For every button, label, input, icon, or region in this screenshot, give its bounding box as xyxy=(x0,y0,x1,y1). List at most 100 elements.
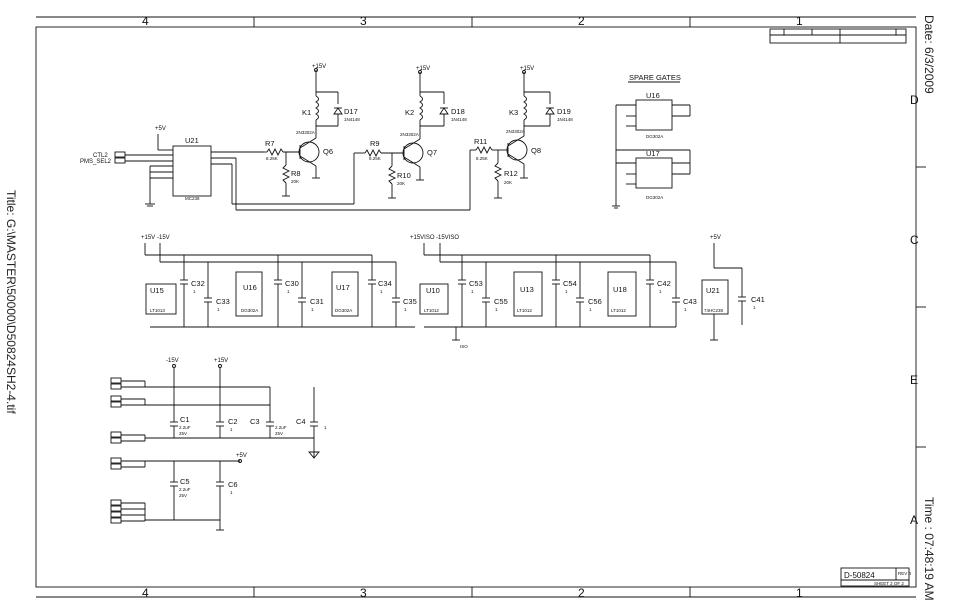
label-c4: C4 xyxy=(296,417,306,426)
label-u21-part: MC238 xyxy=(185,196,200,201)
part-u21-bottom: 74HC238 xyxy=(704,308,724,313)
value-c4: 1 xyxy=(324,425,327,430)
part-d17: 1N4148 xyxy=(344,117,360,122)
label-q8: Q8 xyxy=(531,146,541,155)
label-c5: C5 xyxy=(180,477,190,486)
value-c55: 1 xyxy=(495,307,498,312)
label-k1: K1 xyxy=(302,108,311,117)
part-u16-spare: DG302A xyxy=(646,134,663,139)
part-u10: LT1012 xyxy=(424,308,439,313)
value-c6: 1 xyxy=(230,490,233,495)
rail-n15v-row1: -15V xyxy=(157,235,170,241)
value-c54: 1 xyxy=(565,289,568,294)
zone-top-3: 3 xyxy=(360,14,367,28)
zone-bottom-1: 1 xyxy=(796,586,803,600)
label-u16-spare: U16 xyxy=(646,91,660,100)
value-r10: 20K xyxy=(397,181,405,186)
label-c54: C54 xyxy=(563,279,577,288)
value-c2: 1 xyxy=(230,427,233,432)
label-u18: U18 xyxy=(613,285,627,294)
drawing-border xyxy=(35,16,926,598)
label-q6: Q6 xyxy=(323,147,333,156)
value-c34: 1 xyxy=(380,289,383,294)
part-u17-spare: DG302A xyxy=(646,195,663,200)
sheet-label: SHEET 2 OF 2 xyxy=(874,581,904,586)
label-d19: D19 xyxy=(557,107,571,116)
label-c35: C35 xyxy=(403,297,417,306)
label-c2: C2 xyxy=(228,417,238,426)
rail-p5v-power: +5V xyxy=(236,453,247,459)
label-r8: R8 xyxy=(291,169,301,178)
volt-c1: 25V xyxy=(179,431,187,436)
label-u15: U15 xyxy=(150,286,164,295)
value-c5: 2.2uF xyxy=(179,487,191,492)
value-c35: 1 xyxy=(404,307,407,312)
value-c30: 1 xyxy=(287,289,290,294)
label-k3: K3 xyxy=(509,108,518,117)
label-c32: C32 xyxy=(191,279,205,288)
zone-bottom-3: 3 xyxy=(360,586,367,600)
volt-c3: 25V xyxy=(275,431,283,436)
relay-driver-circuit xyxy=(114,68,555,211)
label-r10: R10 xyxy=(397,171,411,180)
value-c31: 1 xyxy=(311,307,314,312)
rail-p15v-k2: +15V xyxy=(416,66,430,72)
value-c33: 1 xyxy=(217,307,220,312)
label-c3: C3 xyxy=(250,417,260,426)
signal-ctl2: CTL2 xyxy=(93,153,108,159)
value-r8: 20K xyxy=(291,179,299,184)
label-c42: C42 xyxy=(657,279,671,288)
label-r7: R7 xyxy=(265,139,275,148)
power-entry xyxy=(110,364,320,531)
zone-bottom-2: 2 xyxy=(578,586,585,600)
drawing-number: D-50824 xyxy=(844,571,875,580)
rail-p15v-k3: +15V xyxy=(520,66,534,72)
label-u21-bottom: U21 xyxy=(706,286,720,295)
zone-right-c: C xyxy=(910,233,919,247)
zone-right-e: E xyxy=(910,373,918,387)
label-c1: C1 xyxy=(180,415,190,424)
zone-top-1: 1 xyxy=(796,14,803,28)
label-c33: C33 xyxy=(216,297,230,306)
part-u17: DG302A xyxy=(335,308,352,313)
label-r11: R11 xyxy=(474,137,487,146)
part-q7: 2N3302A xyxy=(400,132,419,137)
u21-decoder-body xyxy=(172,145,212,197)
label-r12: R12 xyxy=(504,169,518,178)
part-q8: 2N3302A xyxy=(506,129,525,134)
rail-p15v-k1: +15V xyxy=(312,64,326,70)
value-c42: 1 xyxy=(659,289,662,294)
label-u21: U21 xyxy=(185,136,199,145)
part-u18: LT1012 xyxy=(611,308,626,313)
value-c3: 2.2uF xyxy=(275,425,287,430)
zone-top-4: 4 xyxy=(142,14,149,28)
title-block xyxy=(840,567,910,587)
rail-p5v-u21: +5V xyxy=(710,235,721,241)
value-r11: 8.25K xyxy=(476,156,488,161)
label-c41: C41 xyxy=(751,295,765,304)
part-d18: 1N4148 xyxy=(451,117,467,122)
label-u16: U16 xyxy=(243,283,257,292)
label-c56: C56 xyxy=(588,297,602,306)
bypass-row-1 xyxy=(144,243,415,328)
part-d19: 1N4148 xyxy=(557,117,573,122)
part-u15: LT1013 xyxy=(150,308,165,313)
zone-right-d: D xyxy=(910,93,919,107)
zone-top-2: 2 xyxy=(578,14,585,28)
part-u13: LT1012 xyxy=(517,308,532,313)
label-c6: C6 xyxy=(228,480,238,489)
label-k2: K2 xyxy=(405,108,414,117)
rail-p15viso: +15VISO xyxy=(410,235,435,241)
zone-bottom-4: 4 xyxy=(142,586,149,600)
label-u13: U13 xyxy=(520,285,534,294)
revision-label: REV 4 xyxy=(898,571,912,576)
signal-pms-sel2: PMS_SEL2 xyxy=(80,159,112,165)
bypass-row-2 xyxy=(419,243,746,341)
label-c55: C55 xyxy=(494,297,508,306)
label-u17-spare: U17 xyxy=(646,149,660,158)
value-c32: 1 xyxy=(193,289,196,294)
label-c53: C53 xyxy=(469,279,483,288)
label-iso-ground: ISO xyxy=(460,344,468,349)
rail-n15viso: -15VISO xyxy=(436,235,459,241)
